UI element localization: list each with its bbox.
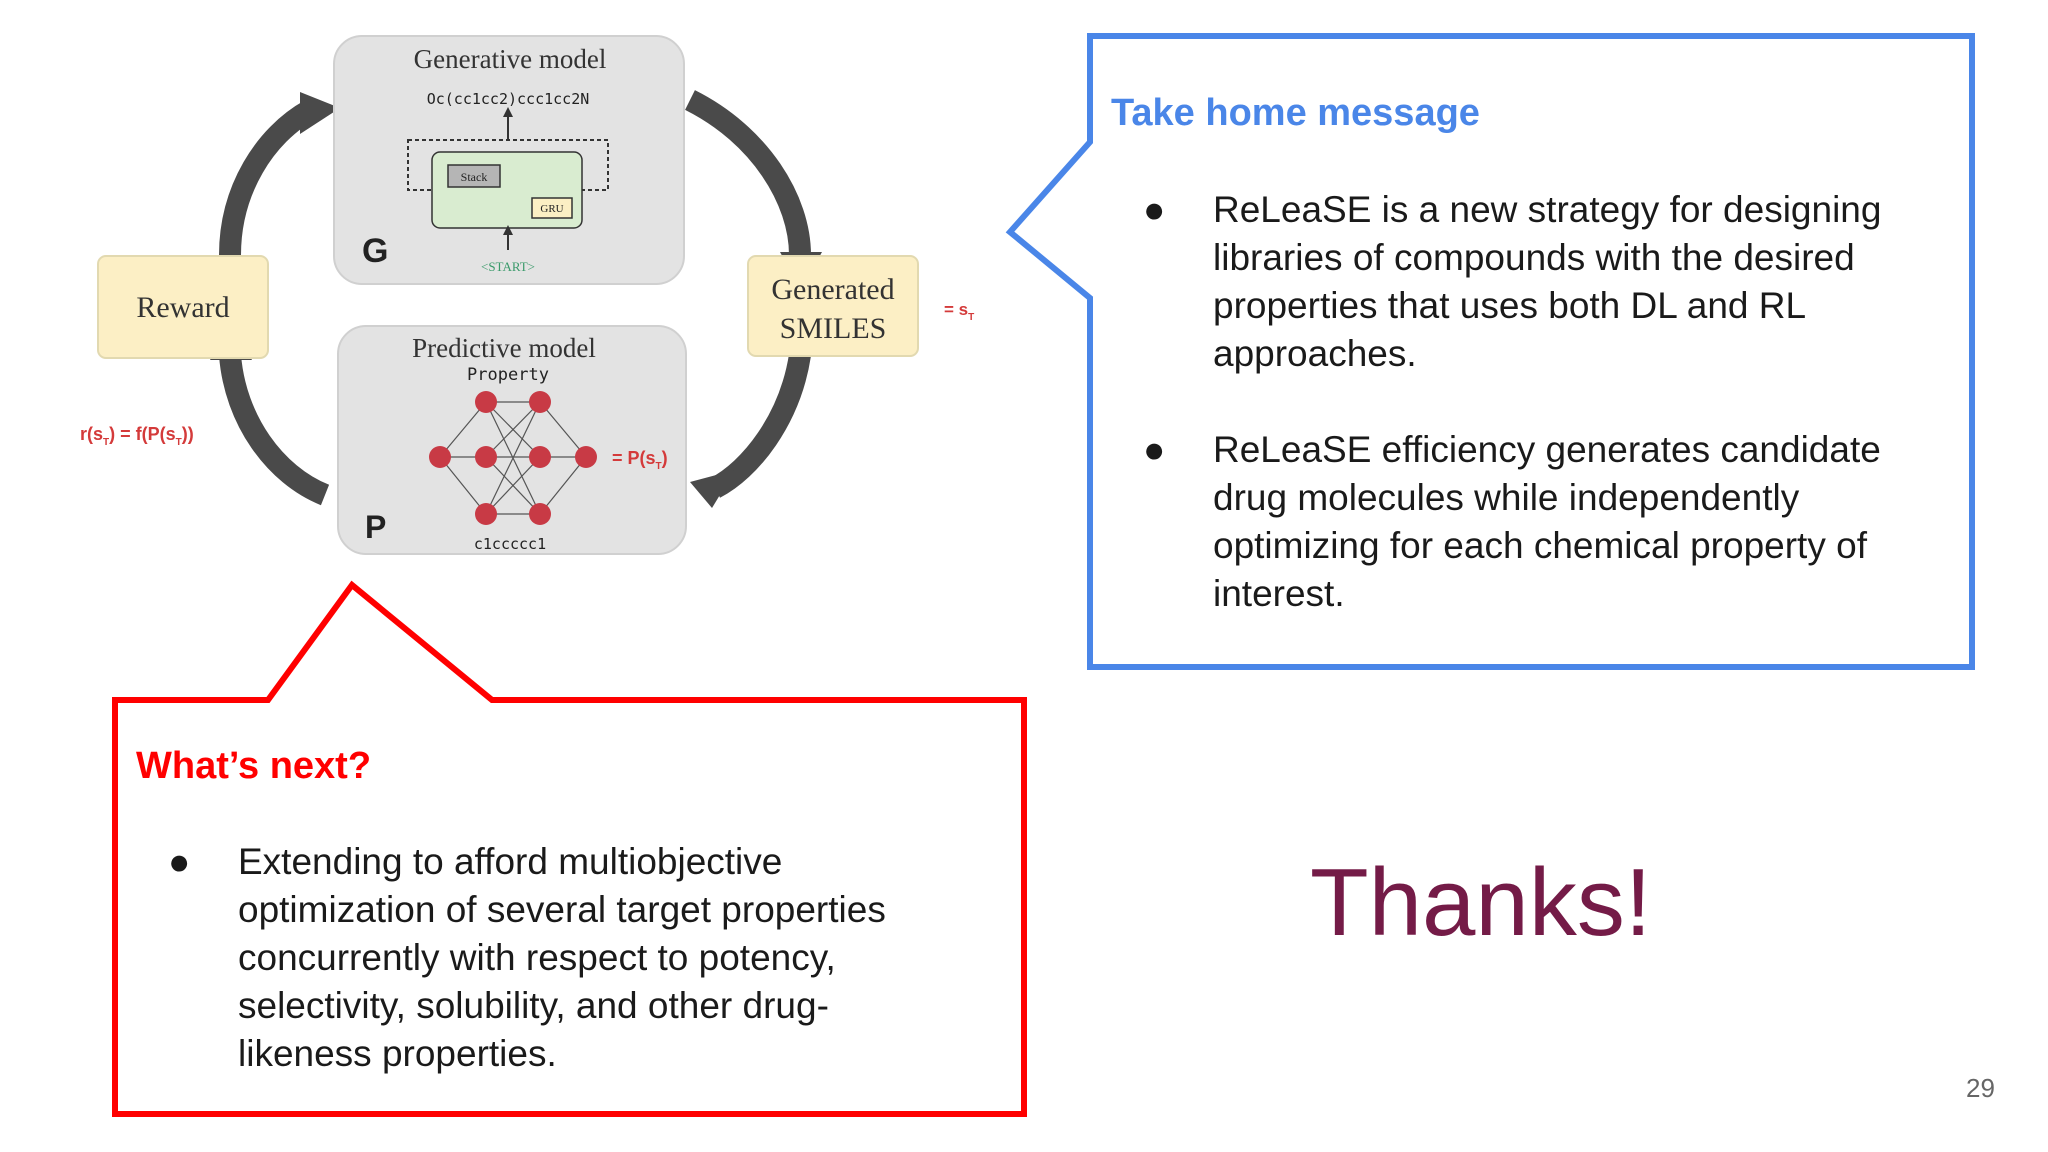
predictive-smiles: c1ccccc1 — [474, 535, 546, 553]
reward-box: Reward — [97, 255, 269, 359]
generated-label-line2: SMILES — [780, 312, 887, 345]
p-label: P — [365, 509, 386, 545]
take-home-bullet: ●ReLeaSE efficiency generates candidate … — [1143, 426, 1943, 618]
arrow-predictive-to-reward — [219, 353, 330, 506]
bullet-dot: ● — [1143, 189, 1166, 230]
release-diagram: Generative model Oc(cc1cc2)ccc1cc2N Stac… — [80, 35, 974, 555]
whats-next-bullet: ●Extending to afford multiobjective opti… — [168, 838, 948, 1078]
g-label: G — [362, 232, 388, 270]
take-home-bullets: ●ReLeaSE is a new strategy for designing… — [1143, 186, 1943, 618]
take-home-callout-outline — [1005, 33, 1975, 670]
prediction-equation: = P(sT) — [612, 448, 668, 472]
generative-model-title: Generative model — [414, 44, 607, 74]
take-home-bullet: ●ReLeaSE is a new strategy for designing… — [1143, 186, 1943, 378]
predictive-model-title: Predictive model — [412, 333, 596, 363]
thanks-text: Thanks! — [1310, 849, 1652, 956]
state-equation: = sT — [944, 300, 974, 323]
bullet-dot: ● — [168, 841, 191, 882]
slide-page-number: 29 — [1966, 1073, 1995, 1103]
cycle-arrows — [219, 90, 811, 506]
predictive-model-panel: Predictive model Property c1ccccc1 P — [337, 325, 687, 555]
property-label: Property — [467, 365, 549, 385]
arrow-reward-to-generative — [219, 100, 316, 256]
generative-smiles: Oc(cc1cc2)ccc1cc2N — [427, 90, 590, 108]
generated-smiles-box: Generated SMILES — [747, 255, 919, 357]
stack-label: Stack — [461, 170, 488, 184]
generative-model-panel: Generative model Oc(cc1cc2)ccc1cc2N Stac… — [333, 35, 685, 285]
whats-next-bullets: ●Extending to afford multiobjective opti… — [168, 838, 948, 1078]
arrowhead-top-left — [300, 92, 340, 134]
reward-equation: r(sT) = f(P(sT)) — [80, 424, 194, 448]
gru-label: GRU — [540, 203, 563, 215]
start-token-label: <START> — [481, 259, 535, 274]
take-home-title: Take home message — [1111, 92, 1480, 134]
generated-label-line1: Generated — [771, 273, 894, 306]
arrow-generative-to-smiles — [684, 90, 811, 256]
arrowhead-right-bottom — [690, 470, 735, 508]
reward-label: Reward — [136, 291, 229, 324]
whats-next-title: What’s next? — [136, 745, 372, 787]
bullet-dot: ● — [1143, 429, 1166, 470]
whats-next-callout-outline — [112, 580, 1027, 1117]
nn-nodes — [429, 391, 597, 525]
